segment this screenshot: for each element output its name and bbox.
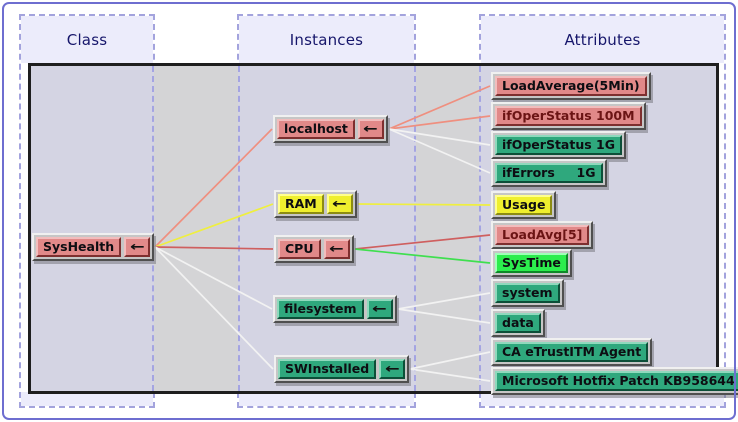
attribute-node-label: LoadAverage(5Min) [495, 76, 647, 96]
column-band-class-footer [21, 392, 153, 406]
left-arrow-icon: ← [384, 361, 400, 377]
left-arrow-icon: ← [372, 301, 387, 317]
attribute-node-systime[interactable]: SysTime [491, 249, 572, 277]
attribute-node-label: data [495, 313, 541, 333]
back-arrow-button[interactable]: ← [124, 237, 151, 257]
instance-node-label: RAM [278, 194, 324, 214]
attribute-node-label: ifOperStatus 100M [495, 106, 642, 126]
column-header-instances-label: Instances [289, 30, 364, 49]
column-header-attributes-label: Attributes [564, 30, 641, 49]
column-header-instances: Instances [239, 16, 414, 63]
attribute-node-label: ifErrors 1G [495, 163, 603, 183]
left-arrow-icon: ← [363, 121, 379, 137]
attribute-node-label: CA eTrustITM Agent [495, 342, 649, 362]
class-node-label: SysHealth [36, 237, 122, 257]
attribute-node-label: system [495, 283, 560, 303]
instance-node-label: SWInstalled [278, 359, 377, 379]
column-header-class-label: Class [66, 30, 108, 49]
instance-node-label: CPU [278, 239, 321, 259]
class-column-overlay [31, 66, 154, 391]
attribute-node-label: Usage [495, 195, 553, 215]
column-band-instances-footer [239, 392, 414, 406]
column-band-attributes-footer [481, 392, 724, 406]
back-arrow-button[interactable]: ← [379, 359, 406, 379]
attribute-node-iferrors-1g[interactable]: ifErrors 1G [491, 159, 607, 187]
attribute-node-loadaverage-5min[interactable]: LoadAverage(5Min) [491, 72, 651, 100]
attribute-node-ca-etrustitm-agent[interactable]: CA eTrustITM Agent [491, 338, 653, 366]
class-node-syshealth[interactable]: SysHealth ← [32, 233, 155, 261]
attribute-node-ifoperstatus-1g[interactable]: ifOperStatus 1G [491, 131, 626, 159]
attribute-node-label: LoadAvg[5] [495, 225, 590, 245]
column-header-attributes: Attributes [481, 16, 724, 63]
back-arrow-button[interactable]: ← [366, 299, 393, 319]
attribute-node-usage[interactable]: Usage [491, 191, 557, 219]
attribute-node-data[interactable]: data [491, 309, 545, 337]
column-band-class: Class [19, 14, 155, 408]
instance-node-filesystem[interactable]: filesystem ← [273, 295, 397, 323]
attribute-node-ifoperstatus-100m[interactable]: ifOperStatus 100M [491, 102, 646, 130]
instance-node-swinstalled[interactable]: SWInstalled ← [274, 355, 410, 383]
attribute-node-label: SysTime [495, 253, 568, 273]
instance-node-localhost[interactable]: localhost ← [273, 115, 388, 143]
instance-node-label: filesystem [277, 299, 364, 319]
back-arrow-button[interactable]: ← [326, 194, 353, 214]
attribute-node-system[interactable]: system [491, 279, 564, 307]
column-header-class: Class [21, 16, 153, 63]
attribute-node-label: Microsoft Hotfix Patch KB958644 [495, 371, 738, 391]
back-arrow-button[interactable]: ← [357, 119, 384, 139]
instance-node-ram[interactable]: RAM ← [274, 190, 357, 218]
attribute-node-label: ifOperStatus 1G [495, 135, 622, 155]
left-arrow-icon: ← [329, 241, 344, 257]
attribute-node-microsoft-hotfix-patch-kb958644[interactable]: Microsoft Hotfix Patch KB958644 [491, 367, 738, 395]
back-arrow-button[interactable]: ← [323, 239, 350, 259]
left-arrow-icon: ← [129, 239, 145, 255]
left-arrow-icon: ← [332, 196, 348, 212]
instance-node-label: localhost [277, 119, 355, 139]
instance-node-cpu[interactable]: CPU ← [274, 235, 354, 263]
attribute-node-loadavg-5[interactable]: LoadAvg[5] [491, 221, 594, 249]
